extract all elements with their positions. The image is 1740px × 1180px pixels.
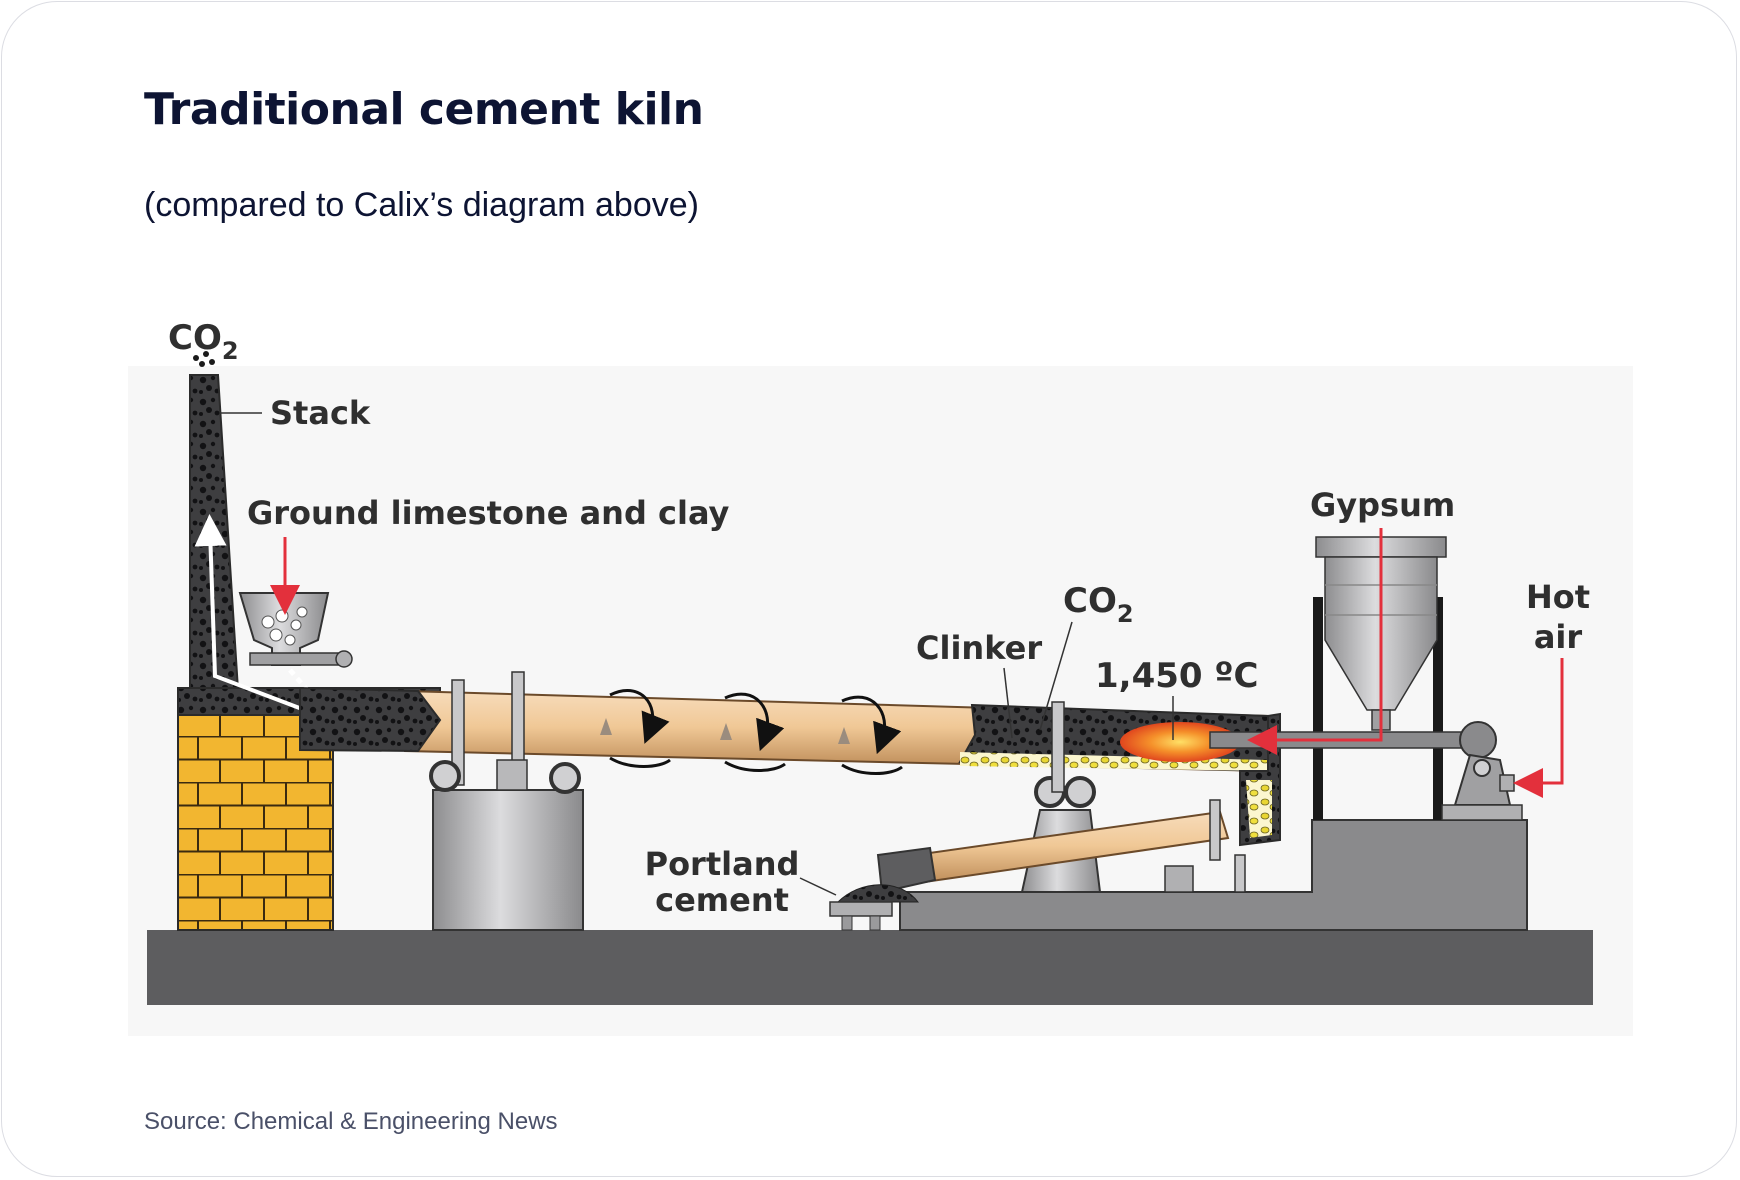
portland-cement-label-line1: Portland	[645, 845, 800, 883]
gypsum-label: Gypsum	[1310, 486, 1455, 524]
stack-label: Stack	[270, 394, 371, 432]
cooler-support	[1209, 799, 1221, 861]
temperature-label: 1,450 ºC	[1095, 656, 1259, 696]
cement-pile	[836, 884, 920, 903]
clinker-fall	[1246, 780, 1272, 838]
cooler-support	[1234, 854, 1246, 893]
hot-air-input-arrow	[1513, 658, 1564, 798]
clinker-label: Clinker	[916, 629, 1042, 667]
portland-cement-label-line2: cement	[655, 881, 789, 919]
cement-tray	[829, 901, 893, 917]
cooler-platform	[899, 819, 1528, 931]
ground-limestone-label: Ground limestone and clay	[247, 494, 730, 532]
co2-stack-label: CO2	[168, 318, 239, 365]
rotation-arrows	[609, 688, 903, 775]
gypsum-input-arrow	[1247, 528, 1383, 755]
cooler-outlet	[876, 846, 937, 894]
kiln-support-left	[429, 671, 584, 931]
cement-tray-leg	[869, 915, 881, 931]
gas-flow-arrow	[194, 514, 311, 714]
co2-kiln-label: CO2	[1063, 581, 1134, 628]
leader-lines	[220, 412, 1174, 896]
hot-air-label-line2: air	[1534, 618, 1583, 656]
clinker-bed	[960, 752, 1268, 771]
ground-slab	[147, 930, 1593, 1005]
cement-tray-leg	[841, 915, 853, 931]
stack-emission-dots	[193, 351, 215, 367]
heat-rise-arrows	[600, 718, 850, 744]
figure-subtitle: (compared to Calix’s diagram above)	[144, 186, 699, 224]
source-credit: Source: Chemical & Engineering News	[144, 1108, 558, 1135]
cooler-block	[1164, 865, 1194, 893]
kiln-feed-end	[299, 686, 442, 753]
hot-air-label-line1: Hot	[1526, 578, 1590, 616]
figure-title: Traditional cement kiln	[144, 84, 704, 135]
